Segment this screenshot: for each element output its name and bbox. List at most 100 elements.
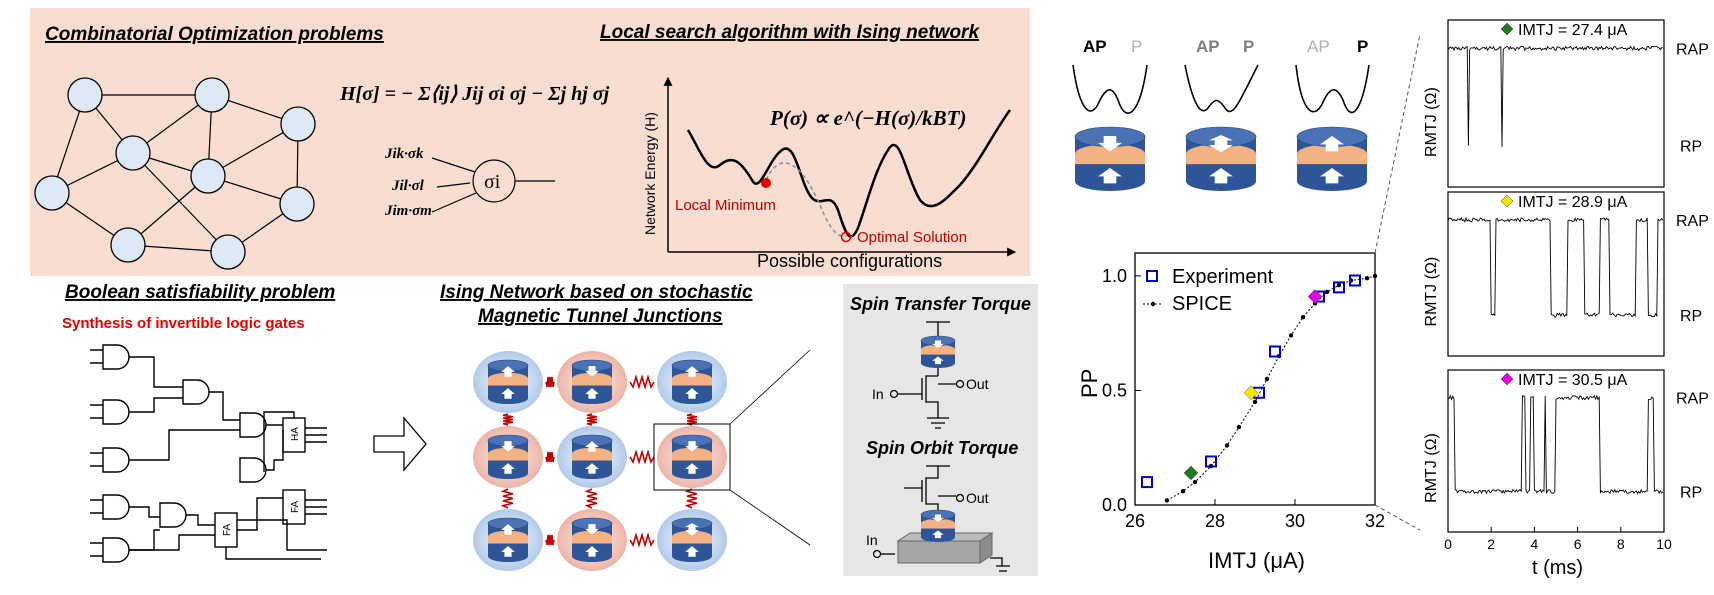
- y-tick-label: 1.0: [1102, 266, 1127, 286]
- level-rap-label: RAP: [1676, 391, 1709, 408]
- trace-x-tick-label: 10: [1656, 536, 1672, 552]
- arrow-up-icon: [501, 366, 515, 377]
- boolean-sat-title: Boolean satisfiability problem: [65, 282, 335, 303]
- graph-node: [279, 186, 315, 222]
- mtj-pillar: [920, 509, 956, 542]
- gate-fa-label-1: FA: [290, 500, 301, 513]
- graph-node: [115, 135, 151, 171]
- spice-point: [1236, 424, 1242, 430]
- spice-point: [1164, 498, 1170, 503]
- trace-x-tick-label: 4: [1531, 536, 1539, 552]
- synthesis-subtitle: Synthesis of invertible logic gates: [62, 315, 305, 332]
- trace-ylabel: RMTJ (Ω): [1423, 433, 1440, 503]
- graph-node: [34, 175, 70, 211]
- hamiltonian-equation: H[σ] = − Σ⟨ij⟩ Jij σi σj − Σj hj σj: [339, 83, 610, 105]
- spice-point: [1288, 333, 1294, 338]
- stt-mtj: [920, 335, 956, 368]
- spring-coupler: [686, 413, 698, 426]
- j-im-label: Jim·σm: [384, 203, 432, 219]
- diamond-point: [1183, 465, 1199, 481]
- x-tick-label: 30: [1285, 511, 1305, 531]
- arrow-up-icon: [685, 366, 699, 377]
- pp-chart-legend: Experiment SPICE: [1143, 266, 1274, 315]
- mtj-pillar: [487, 359, 529, 404]
- j-il-label: Jil·σl: [391, 178, 425, 194]
- sot-mtj: [920, 509, 956, 542]
- arrow-down-icon: [932, 514, 944, 523]
- transform-arrow: [373, 416, 427, 472]
- pp-chart-frame: [1134, 252, 1376, 506]
- spice-point: [1264, 376, 1270, 382]
- graph-nodes: [34, 77, 316, 270]
- pp-chart-ylabel: PP: [1077, 369, 1102, 398]
- spice-point: [1252, 399, 1258, 405]
- arrow-up-icon: [685, 463, 699, 474]
- sot-out-label: Out: [966, 490, 989, 506]
- spice-point: [1300, 314, 1306, 320]
- optimal-solution-label: Optimal Solution: [857, 229, 967, 246]
- mtj-pillar: [571, 517, 613, 563]
- trace-diamond-marker: [1500, 372, 1514, 386]
- mtj-pillar: [487, 517, 529, 563]
- energy-plot-xlabel: Possible configurations: [757, 251, 942, 271]
- energy-plot-ylabel: Network Energy (H): [642, 112, 658, 235]
- diamond-point: [1307, 289, 1323, 304]
- diamond-point: [1243, 385, 1259, 401]
- energy-plot: Network Energy (H) Possible configuratio…: [642, 76, 1017, 271]
- arrow-down-icon: [585, 524, 599, 535]
- arrow-down-icon: [501, 441, 515, 452]
- state3-ap: AP: [1307, 37, 1330, 56]
- y-tick-label: 0.0: [1102, 495, 1127, 515]
- graph-node: [110, 227, 146, 263]
- level-rap-label: RAP: [1676, 213, 1709, 230]
- sot-in-label: In: [866, 532, 878, 548]
- trace-x-tick-label: 0: [1444, 536, 1452, 552]
- arrow-down-icon: [932, 340, 944, 349]
- hop-arrow: [765, 162, 847, 238]
- trace-x-tick-label: 8: [1617, 536, 1625, 552]
- arrow-down-icon: [1098, 135, 1122, 152]
- stt-circuit: [889, 321, 965, 429]
- gate-fa-label-2: FA: [222, 523, 233, 536]
- graph-node: [210, 234, 246, 270]
- y-tick-label: 0.5: [1102, 380, 1127, 400]
- mtj-pillar: [1185, 126, 1257, 191]
- optimal-solution-dot: [840, 231, 852, 243]
- arrow-up-icon: [501, 388, 515, 399]
- state-wells: [1072, 64, 1370, 114]
- spring-coupler: [545, 534, 555, 546]
- trace-ylabel: RMTJ (Ω): [1423, 257, 1440, 327]
- spring-coupler: [545, 451, 555, 463]
- comb-opt-title: Combinatorial Optimization problems: [45, 24, 384, 45]
- legend-experiment-label: Experiment: [1172, 266, 1274, 288]
- trace-frame: [1447, 369, 1665, 533]
- spice-point: [1364, 276, 1370, 281]
- spring-coupler: [629, 532, 655, 548]
- arrow-both-icon: [685, 523, 699, 536]
- spring-coupler: [502, 413, 514, 426]
- graph-node: [280, 106, 316, 142]
- spin-neuron: [431, 157, 555, 213]
- mtj-pillar: [1074, 126, 1146, 191]
- trace-x-tick-label: 6: [1574, 536, 1582, 552]
- arrow-up-icon: [932, 530, 944, 539]
- ising-net-title-2: Magnetic Tunnel Junctions: [478, 306, 723, 327]
- x-tick-label: 28: [1205, 511, 1225, 531]
- arrow-up-icon: [1320, 167, 1344, 184]
- experiment-point: [1349, 274, 1361, 287]
- spring-coupler: [545, 376, 555, 388]
- arrow-up-icon: [1098, 167, 1122, 184]
- gate-ha-label: HA: [290, 427, 301, 441]
- level-rp-label: RP: [1680, 308, 1702, 325]
- trace-diamond-marker: [1500, 22, 1514, 36]
- trace-frame: [1447, 191, 1665, 357]
- graph-node: [194, 77, 230, 113]
- stt-title: Spin Transfer Torque: [850, 294, 1031, 314]
- trace-ylabel: RMTJ (Ω): [1423, 87, 1440, 157]
- zoom-box: [653, 423, 731, 491]
- state1-ap: AP: [1083, 37, 1107, 56]
- rmtj-trace: [1447, 394, 1664, 495]
